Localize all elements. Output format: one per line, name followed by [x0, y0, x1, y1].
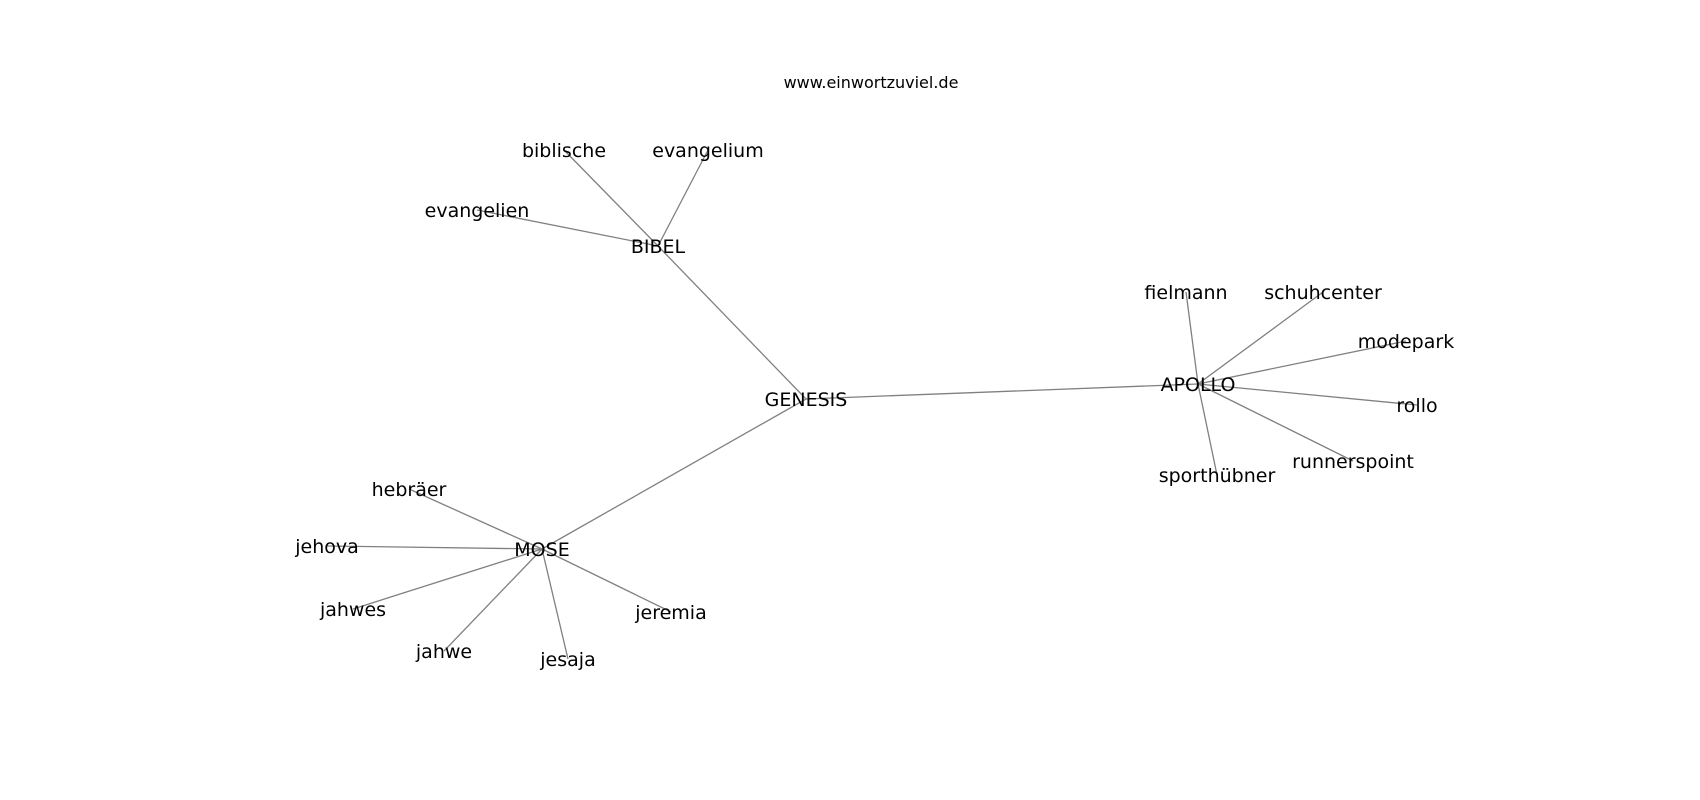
node-hebraeer: hebräer — [372, 479, 447, 501]
edge-genesis-apollo — [805, 383, 1199, 400]
edge-apollo-schuhcenter — [1197, 291, 1324, 385]
edge-apollo-fielmann — [1185, 291, 1199, 385]
node-jahwes: jahwes — [319, 599, 386, 621]
node-apollo: APOLLO — [1161, 374, 1236, 396]
node-sporthuebner: sporthübner — [1159, 465, 1276, 487]
node-biblische: biblische — [522, 140, 606, 162]
edge-apollo-runnerspoint — [1197, 383, 1354, 462]
node-schuhcenter: schuhcenter — [1264, 282, 1382, 304]
node-modepark: modepark — [1358, 331, 1454, 353]
node-jeremia: jeremia — [634, 602, 706, 624]
node-jahwe: jahwe — [415, 641, 472, 663]
edge-layer — [326, 149, 1418, 660]
edge-bibel-biblische — [563, 149, 659, 247]
edge-apollo-sporthuebner — [1197, 383, 1218, 476]
edge-genesis-mose — [541, 398, 807, 550]
node-runnerspoint: runnerspoint — [1292, 451, 1414, 473]
node-genesis: GENESIS — [765, 389, 848, 411]
edge-mose-hebraeer — [408, 488, 543, 550]
edge-genesis-bibel — [657, 245, 807, 400]
node-evangelium: evangelium — [652, 140, 763, 162]
edge-mose-jahwes — [352, 548, 543, 610]
edge-mose-jehova — [326, 545, 543, 550]
edge-apollo-modepark — [1197, 340, 1407, 385]
node-evangelien: evangelien — [425, 200, 530, 222]
node-fielmann: fielmann — [1144, 282, 1227, 304]
edge-bibel-evangelien — [476, 209, 659, 247]
node-mose: MOSE — [514, 539, 569, 561]
node-label-layer: GENESIS BIBEL MOSE APOLLO biblische evangeliu… — [294, 140, 1454, 671]
edge-bibel-evangelium — [657, 149, 709, 247]
edge-mose-jeremia — [541, 548, 672, 613]
edge-mose-jahwe — [443, 548, 543, 652]
node-rollo: rollo — [1396, 395, 1437, 417]
edge-apollo-rollo — [1197, 383, 1418, 406]
node-jehova: jehova — [294, 536, 359, 558]
site-url-label: www.einwortzuviel.de — [784, 73, 959, 92]
node-jesaja: jesaja — [539, 649, 595, 671]
node-bibel: BIBEL — [631, 236, 686, 258]
edge-mose-jesaja — [541, 548, 569, 660]
